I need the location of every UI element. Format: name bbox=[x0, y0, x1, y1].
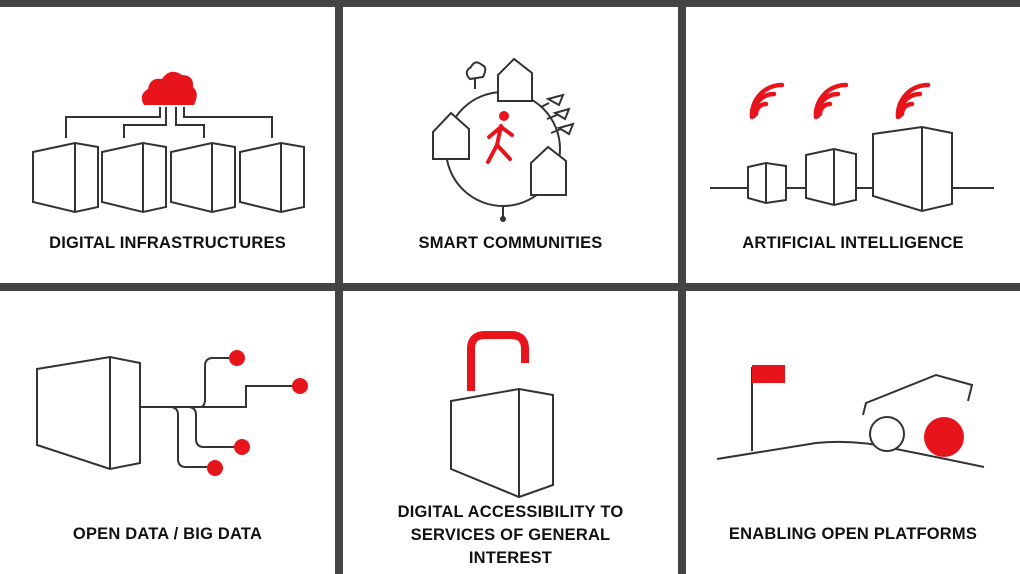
tile-label: ARTIFICIAL INTELLIGENCE bbox=[742, 234, 964, 252]
tile-open-data-big-data: OPEN DATA / BIG DATA bbox=[0, 291, 335, 574]
tile-label: ENABLING OPEN PLATFORMS bbox=[728, 525, 978, 543]
open-padlock-icon bbox=[450, 331, 554, 499]
cloud-server-network-icon bbox=[32, 71, 305, 214]
tile-label: SMART COMMUNITIES bbox=[418, 234, 603, 252]
flag-vehicle-icon bbox=[716, 365, 985, 468]
tile-label: OPEN DATA / BIG DATA bbox=[72, 525, 263, 543]
tile-digital-accessibility: DIGITAL ACCESSIBILITY TO SERVICES OF GEN… bbox=[343, 291, 678, 574]
tile-label: DIGITAL INFRASTRUCTURES bbox=[49, 234, 286, 252]
tile-artificial-intelligence: ARTIFICIAL INTELLIGENCE bbox=[686, 7, 1020, 283]
wireless-servers-icon bbox=[710, 82, 994, 213]
tile-label: DIGITAL ACCESSIBILITY TO SERVICES OF GEN… bbox=[397, 503, 624, 567]
pedestrian-community-icon bbox=[432, 57, 575, 222]
tile-digital-infrastructures: DIGITAL INFRASTRUCTURES bbox=[0, 7, 335, 283]
tile-enabling-open-platforms: ENABLING OPEN PLATFORMS bbox=[686, 291, 1020, 574]
tile-smart-communities: SMART COMMUNITIES bbox=[343, 7, 678, 283]
data-branch-icon bbox=[36, 350, 308, 476]
